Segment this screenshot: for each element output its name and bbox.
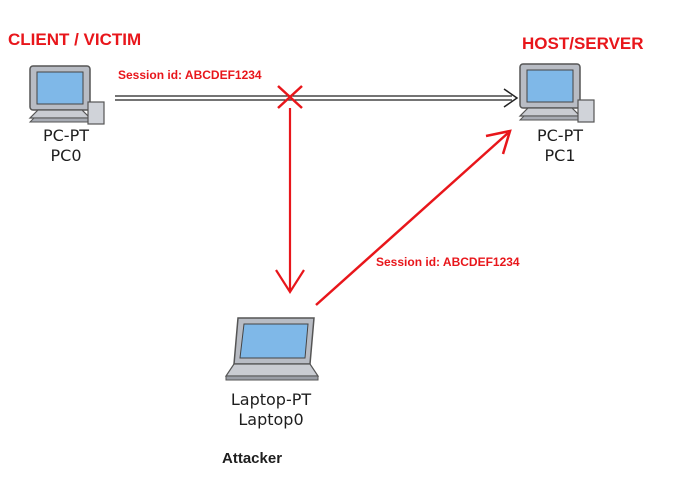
client-device-label: PC-PT PC0 xyxy=(30,126,102,166)
server-device-type: PC-PT xyxy=(536,126,583,145)
server-device-name: PC1 xyxy=(544,146,576,165)
attacker-device-label: Laptop-PT Laptop0 xyxy=(214,390,328,430)
server-role-label: HOST/SERVER xyxy=(522,34,644,53)
client-session-label: Session id: ABCDEF1234 xyxy=(118,68,262,82)
attacker-server-arrow xyxy=(315,129,512,306)
attacker-device-type: Laptop-PT xyxy=(230,390,312,409)
client-role-label: CLIENT / VICTIM xyxy=(8,30,142,49)
attacker-role-label: Attacker xyxy=(222,450,283,467)
x-mark-icon xyxy=(277,85,303,109)
desktop-pc-icon xyxy=(518,63,595,123)
client-device-name: PC0 xyxy=(50,146,82,165)
server-device-label: PC-PT PC1 xyxy=(524,126,596,166)
link-arrowhead-icon xyxy=(503,88,519,108)
attacker-device-name: Laptop0 xyxy=(238,410,304,429)
hijack-redirect-arrow xyxy=(275,108,305,295)
laptop-icon xyxy=(224,317,320,381)
client-server-link xyxy=(115,88,519,108)
desktop-pc-icon xyxy=(28,65,105,125)
client-device-type: PC-PT xyxy=(42,126,89,145)
attacker-session-label: Session id: ABCDEF1234 xyxy=(376,255,520,269)
